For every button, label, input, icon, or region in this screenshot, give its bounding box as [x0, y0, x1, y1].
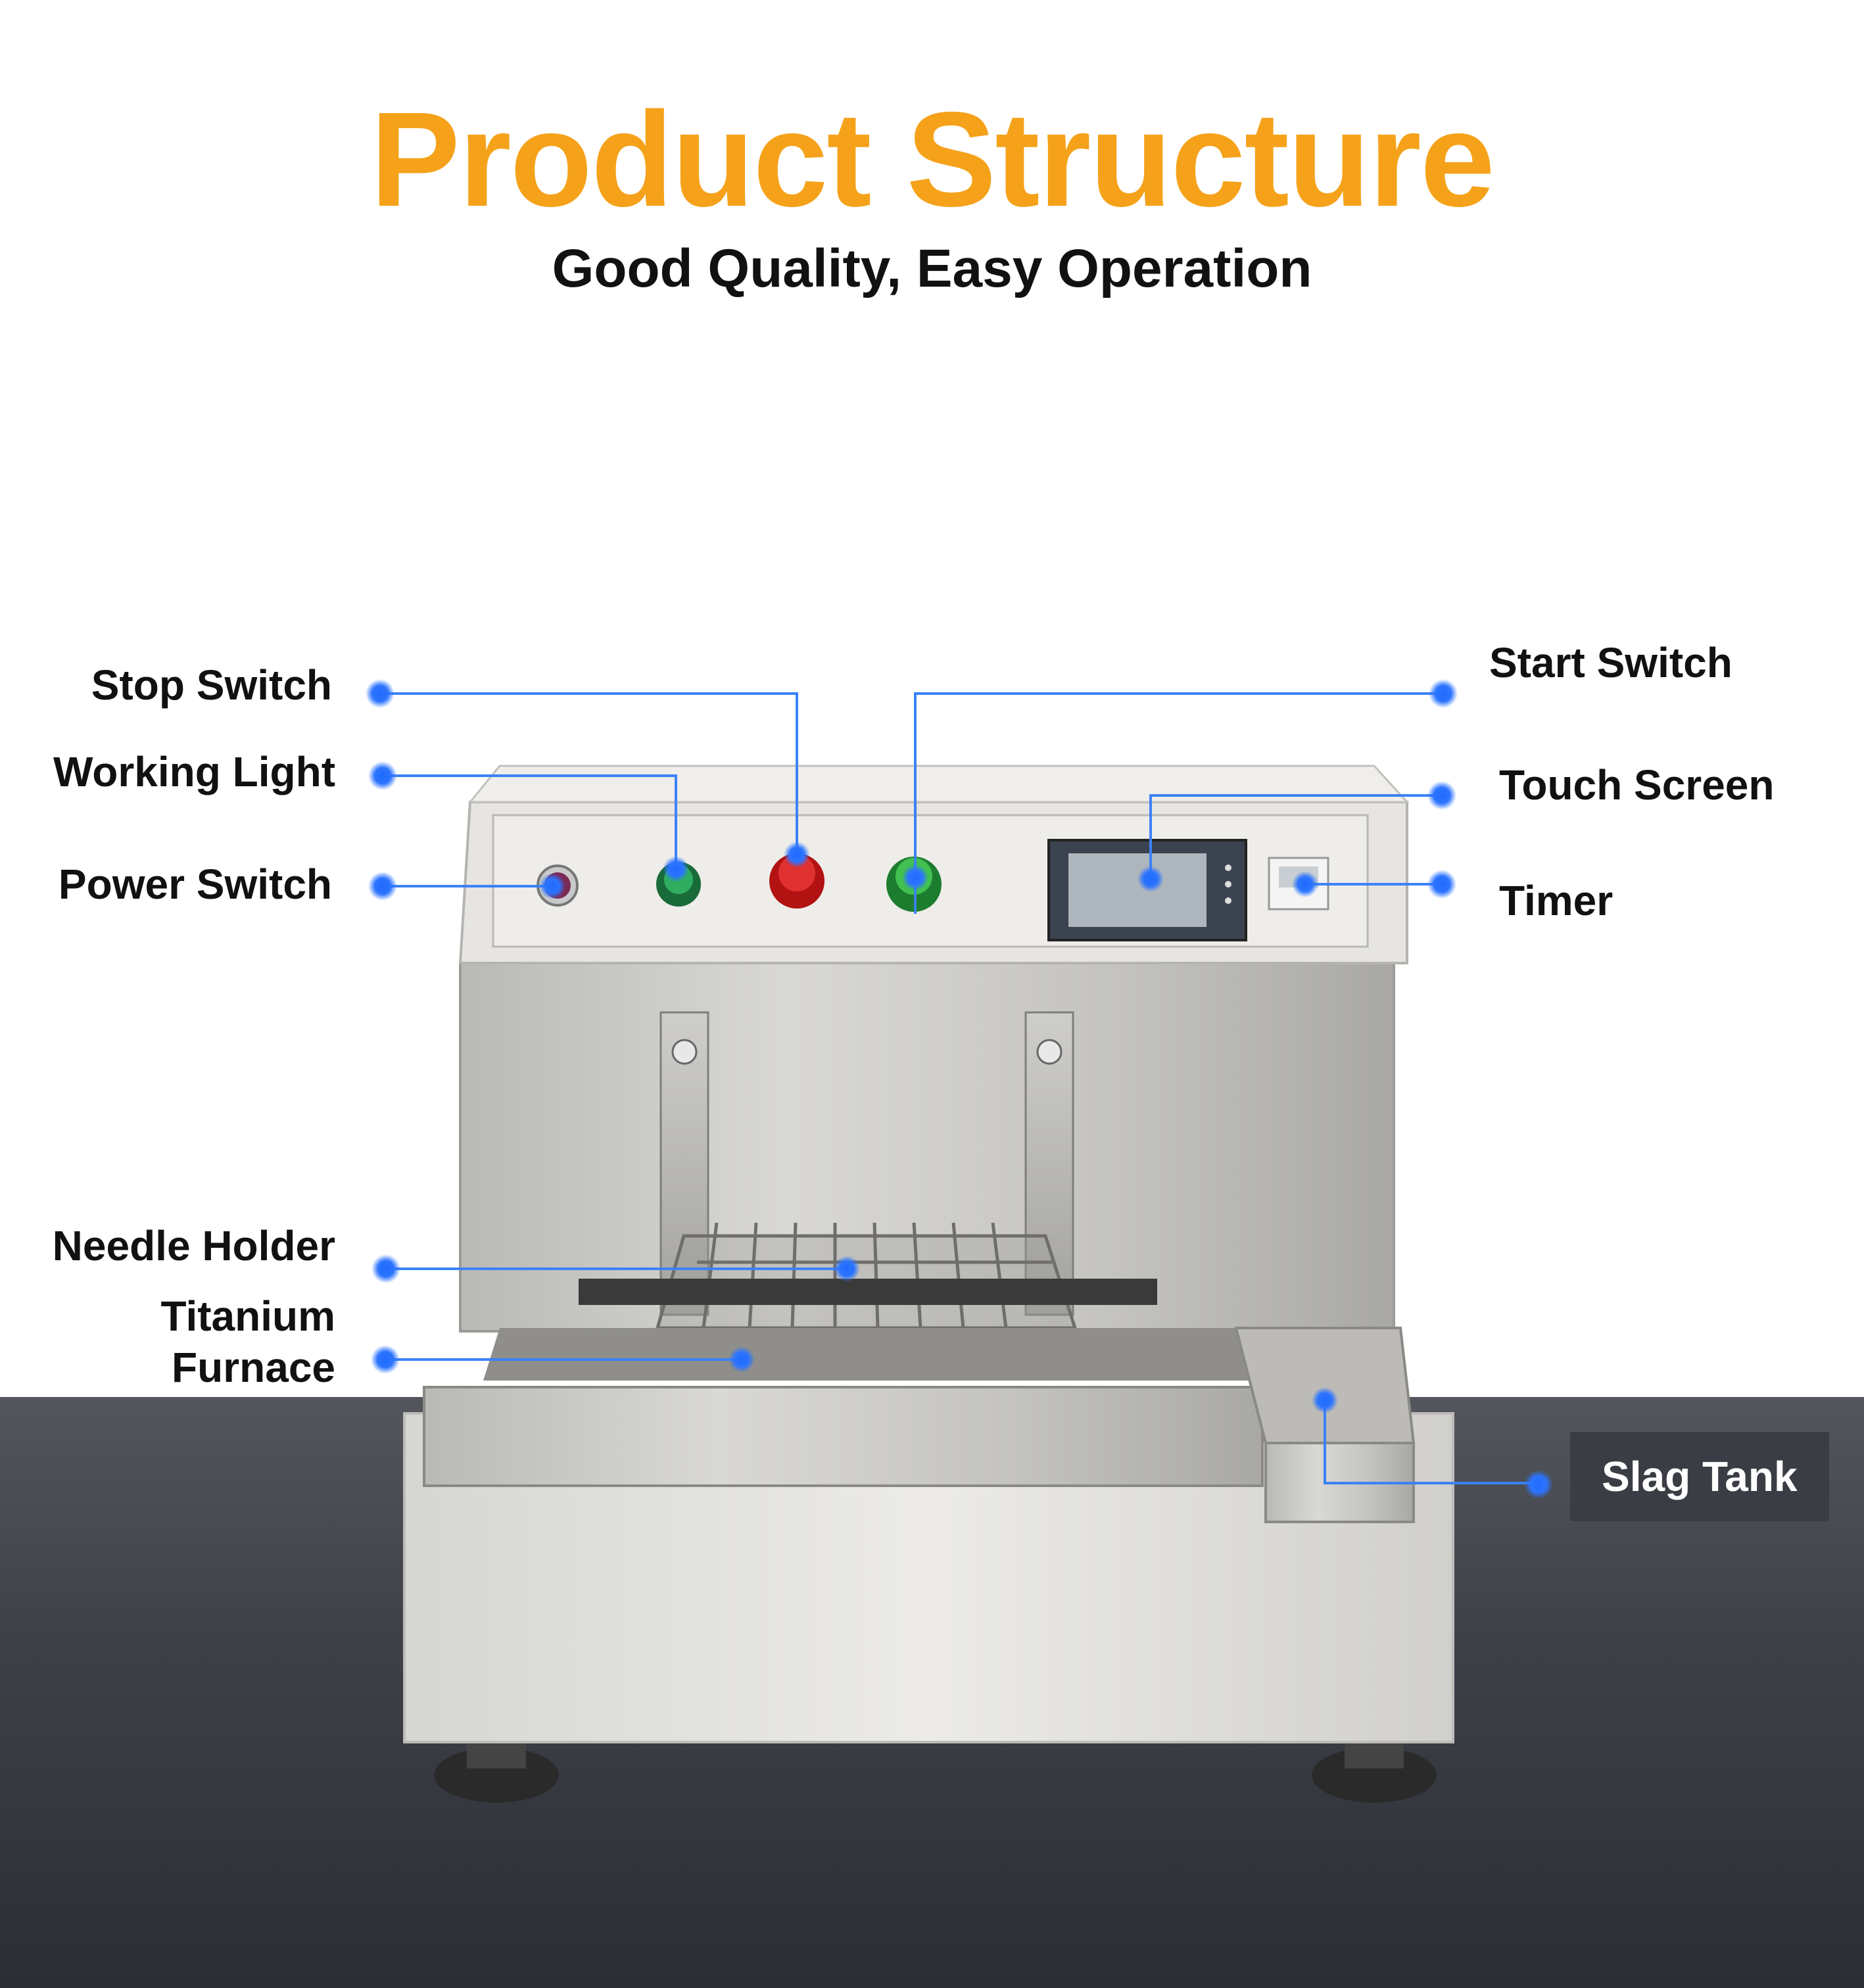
- label-start-switch: Start Switch: [1489, 639, 1733, 686]
- callout-dot: [902, 864, 928, 891]
- touch-screen-leader: [1149, 794, 1443, 878]
- working-light-leader: [381, 774, 677, 868]
- needle-holder-rack: [655, 1222, 1078, 1330]
- machine-feet: [434, 1739, 1437, 1803]
- start-switch-leader: [914, 692, 1443, 914]
- touch-screen-device: [1047, 839, 1247, 941]
- lifting-arms: [659, 1011, 1074, 1316]
- label-timer: Timer: [1499, 877, 1613, 924]
- callout-dot: [366, 679, 394, 708]
- callout-dot: [663, 856, 689, 882]
- callout-lines: [381, 692, 1539, 1484]
- callout-dot: [1524, 1470, 1553, 1499]
- callout-dot: [1427, 781, 1456, 810]
- titanium-furnace-tub: [423, 1279, 1264, 1487]
- label-working-light: Working Light: [53, 748, 335, 795]
- callout-dot: [1429, 679, 1458, 708]
- label-touch-screen: Touch Screen: [1499, 761, 1775, 809]
- label-stop-switch: Stop Switch: [91, 661, 332, 709]
- label-titanium-furnace-line2: Furnace: [172, 1344, 335, 1391]
- slag-tank-leader: [1324, 1400, 1539, 1484]
- callout-dot: [1137, 866, 1164, 892]
- label-slag-tank: Slag Tank: [1570, 1432, 1829, 1521]
- page-subtitle: Good Quality, Easy Operation: [552, 239, 1312, 298]
- callout-dots: [366, 679, 1553, 1499]
- label-titanium-furnace-line1: Titanium: [160, 1292, 336, 1340]
- callout-dot: [371, 1254, 400, 1283]
- callout-dot: [371, 1345, 400, 1374]
- stop-switch-leader: [381, 692, 798, 855]
- callout-dot: [1292, 871, 1318, 897]
- callout-dot: [539, 873, 565, 899]
- label-needle-holder: Needle Holder: [52, 1222, 335, 1269]
- callout-dot: [368, 761, 397, 790]
- callout-dot: [834, 1256, 860, 1282]
- callout-dot: [368, 872, 397, 901]
- callout-dot: [784, 841, 810, 868]
- callout-dot: [1312, 1387, 1338, 1413]
- label-power-switch: Power Switch: [58, 861, 332, 908]
- callout-dot: [729, 1346, 755, 1373]
- callout-dot: [1427, 870, 1456, 899]
- page-title: Product Structure: [370, 84, 1495, 235]
